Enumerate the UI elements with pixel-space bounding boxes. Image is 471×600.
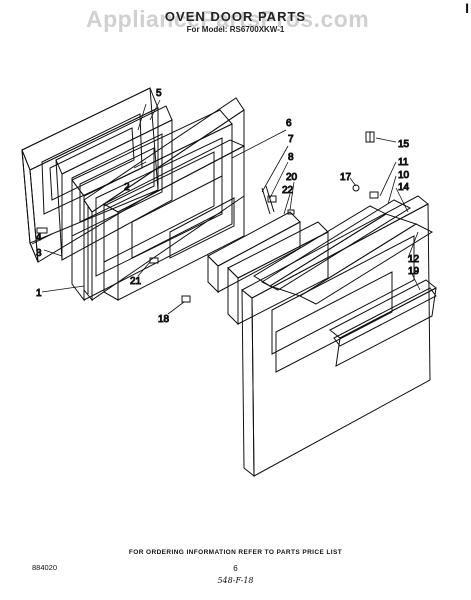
- model-label: For Model: RS6700XKW-1: [186, 25, 285, 34]
- callout-5: 5: [156, 88, 162, 99]
- page-title: OVEN DOOR PARTS: [164, 9, 307, 24]
- part-outer-door: [241, 195, 431, 478]
- callout-14: 14: [398, 182, 410, 193]
- callout-2: 2: [124, 182, 130, 193]
- callout-6: 6: [286, 118, 292, 129]
- callout-10: 10: [398, 170, 410, 181]
- watermark: AppliancePartsPros.com: [86, 6, 370, 32]
- callout-4: 4: [36, 232, 42, 243]
- part-outer-panel: [102, 139, 246, 301]
- callout-20: 20: [286, 172, 298, 183]
- callout-21: 21: [130, 276, 142, 287]
- part-hardware: [149, 131, 379, 303]
- callout-19: 19: [408, 266, 420, 277]
- callout-17: 17: [340, 172, 352, 183]
- part-vent-trim: [253, 199, 434, 305]
- callout-labels: 5 6 7 8 20 22 15 11 10 14 17 12 19 2 4 3…: [36, 88, 421, 326]
- document-code: 884020: [32, 563, 58, 572]
- part-rear-panel: [21, 87, 159, 263]
- callout-18: 18: [158, 314, 170, 325]
- handwritten-note: 548-F-18: [217, 576, 254, 585]
- callout-8: 8: [288, 152, 294, 163]
- ordering-note: FOR ORDERING INFORMATION REFER TO PARTS …: [128, 549, 343, 556]
- callout-11: 11: [398, 157, 409, 168]
- part-glass-frame: [55, 105, 173, 261]
- edge-mark: I: [465, 0, 469, 16]
- callout-12: 12: [408, 254, 420, 265]
- leader-lines: [31, 99, 421, 315]
- part-glass-pane: [207, 211, 329, 326]
- part-brackets: [261, 185, 295, 215]
- callout-15: 15: [398, 139, 410, 150]
- part-window-frame: [329, 279, 437, 367]
- callout-1: 1: [36, 288, 42, 299]
- callout-7: 7: [288, 134, 294, 145]
- callout-3: 3: [36, 248, 42, 259]
- callout-22: 22: [282, 185, 294, 196]
- page-number: 6: [233, 564, 238, 573]
